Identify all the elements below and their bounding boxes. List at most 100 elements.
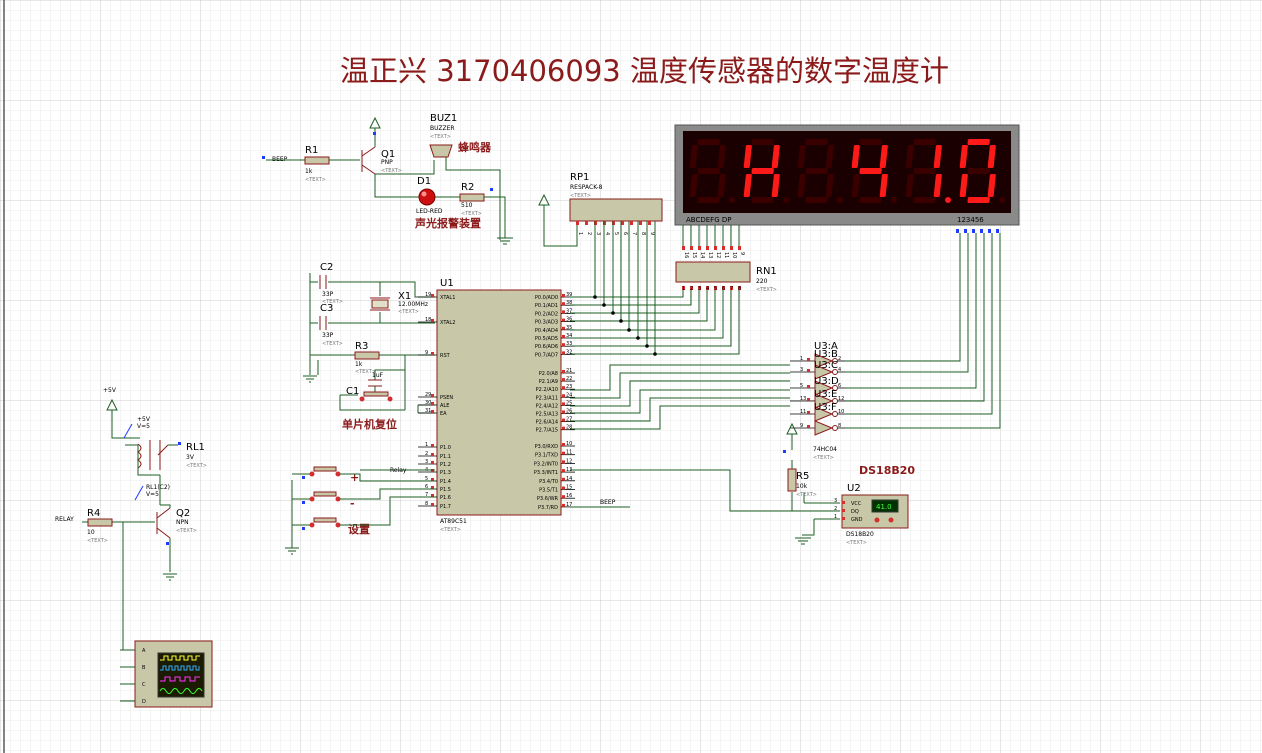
svg-text:U3:A: U3:A	[814, 341, 838, 352]
svg-text:R2: R2	[461, 182, 474, 193]
svg-text:1: 1	[800, 356, 803, 362]
transistor-q1[interactable]: Q1 PNP <TEXT>	[361, 146, 402, 175]
svg-text:<TEXT>: <TEXT>	[322, 299, 343, 305]
svg-text:P3.3/INT1: P3.3/INT1	[534, 470, 558, 476]
svg-text:<TEXT>: <TEXT>	[846, 540, 867, 546]
svg-text:P1.0: P1.0	[440, 445, 451, 451]
svg-text:U3:D: U3:D	[814, 376, 839, 387]
display-digit-5	[905, 139, 951, 203]
svg-text:<TEXT>: <TEXT>	[355, 369, 376, 375]
probe-label-rl: RL1(C2)	[146, 484, 170, 491]
svg-text:8: 8	[640, 232, 646, 235]
svg-text:33P: 33P	[322, 332, 334, 339]
rp1-pin-2: 2	[585, 221, 592, 235]
svg-text:U3:F: U3:F	[814, 402, 837, 413]
ground-symbol	[795, 537, 811, 545]
svg-text:<TEXT>: <TEXT>	[87, 538, 108, 544]
svg-text:<TEXT>: <TEXT>	[398, 309, 419, 315]
buzzer-annotation: 蜂鸣器	[458, 140, 492, 154]
svg-text:P0.4/AD4: P0.4/AD4	[535, 328, 558, 334]
svg-text:6: 6	[722, 286, 725, 292]
rn1-pin-top-10: 10	[730, 246, 737, 258]
seven-segment-display[interactable]: ABCDEFG DP 123456	[674, 124, 1020, 226]
display-digit-2	[743, 139, 789, 203]
svg-text:10: 10	[838, 409, 844, 415]
svg-text:1: 1	[577, 232, 583, 235]
resistor-r4[interactable]: R4 10 <TEXT>	[87, 508, 113, 544]
svg-text:R4: R4	[87, 508, 100, 519]
svg-text:R5: R5	[796, 471, 809, 482]
svg-text:<TEXT>: <TEXT>	[756, 287, 777, 293]
svg-text:P0.6/AD6: P0.6/AD6	[535, 344, 558, 350]
svg-text:GND: GND	[851, 517, 863, 523]
svg-text:33: 33	[566, 341, 572, 347]
crystal-x1[interactable]: X1 12.00MHz <TEXT>	[370, 291, 428, 315]
relay-rl1[interactable]: RL1 3V <TEXT>	[137, 440, 207, 470]
svg-text:P1.1: P1.1	[440, 454, 451, 460]
sensor-down-button[interactable]	[874, 517, 880, 523]
svg-text:C2: C2	[320, 262, 333, 273]
svg-text:<TEXT>: <TEXT>	[381, 168, 402, 174]
relay-net-label: RELAY	[55, 516, 74, 523]
svg-text:38: 38	[566, 300, 572, 306]
svg-text:P2.6/A14: P2.6/A14	[536, 420, 558, 426]
capacitor-c2[interactable]: C2 33P <TEXT>	[319, 262, 343, 305]
svg-text:23: 23	[566, 384, 572, 390]
buzzer-buz1[interactable]: BUZ1 BUZZER <TEXT>	[429, 113, 457, 158]
svg-text:C3: C3	[320, 303, 333, 314]
probe-value-rl: V=5	[146, 491, 159, 498]
display-digit-label: 123456	[957, 216, 984, 224]
svg-text:P3.0/RXD: P3.0/RXD	[535, 444, 559, 450]
svg-text:29: 29	[425, 392, 431, 398]
transistor-q2[interactable]: Q2 NPN <TEXT>	[156, 507, 197, 539]
svg-text:<TEXT>: <TEXT>	[305, 177, 326, 183]
svg-text:4: 4	[838, 367, 841, 373]
oscilloscope[interactable]: ABCD	[134, 640, 213, 708]
svg-text:P3.7/RD: P3.7/RD	[538, 505, 558, 511]
svg-text:7: 7	[425, 492, 428, 498]
svg-text:74HC04: 74HC04	[813, 446, 837, 453]
svg-text:17: 17	[566, 502, 572, 508]
svg-text:3: 3	[834, 498, 837, 504]
svg-text:P2.0/A8: P2.0/A8	[539, 371, 558, 377]
resistor-r3[interactable]: R3 1k <TEXT>	[354, 341, 380, 375]
svg-text:12: 12	[566, 458, 572, 464]
display-digit-1	[689, 139, 735, 203]
svg-text:RP1: RP1	[570, 172, 589, 183]
svg-text:P1.6: P1.6	[440, 495, 451, 501]
capacitor-c3[interactable]: C3 33P <TEXT>	[319, 303, 343, 347]
probe-value-5v: V=5	[137, 423, 150, 430]
switch-minus[interactable]: -	[309, 491, 355, 510]
svg-text:2: 2	[834, 506, 837, 512]
resistor-r5[interactable]: R5 10k <TEXT>	[787, 468, 817, 498]
rn1-pin-top-12: 12	[714, 246, 721, 258]
svg-text:1: 1	[425, 442, 428, 448]
switch-plus[interactable]: +	[309, 466, 360, 484]
svg-text:R3: R3	[355, 341, 368, 352]
relay-pin-label: Relay	[390, 467, 407, 474]
svg-text:9: 9	[425, 350, 428, 356]
sensor-up-button[interactable]	[888, 517, 894, 523]
svg-text:31: 31	[425, 408, 431, 414]
svg-text:1: 1	[834, 514, 837, 520]
svg-text:RESPACK-8: RESPACK-8	[570, 184, 603, 191]
supply-net-label: +5V	[103, 387, 117, 394]
svg-text:21: 21	[566, 368, 572, 374]
svg-text:U3:E: U3:E	[814, 389, 837, 400]
svg-text:<TEXT>: <TEXT>	[322, 341, 343, 347]
reset-button[interactable]	[359, 391, 393, 402]
svg-text:11: 11	[566, 450, 572, 456]
svg-text:10: 10	[566, 441, 572, 447]
